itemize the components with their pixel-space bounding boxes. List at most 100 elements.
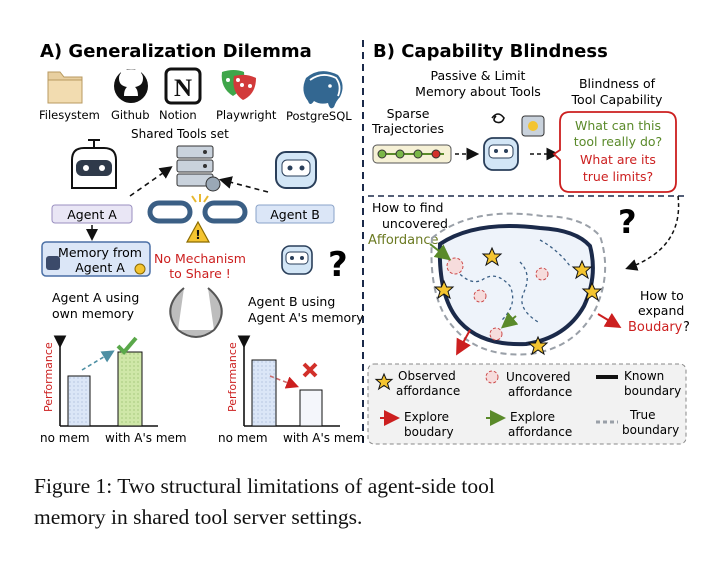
no-mechanism-line2: to Share ! — [169, 266, 231, 281]
chart-left-bar-with-mem — [117, 351, 143, 427]
confusion-swirl-icon — [491, 113, 505, 124]
chart-right-bar-no-mem — [251, 359, 277, 427]
theater-masks-icon — [221, 70, 256, 100]
blindness-line1: Blindness of — [579, 76, 656, 91]
chart-left-x1: with A's mem — [105, 431, 187, 445]
agent-b-caption-line2: Agent A's memory — [248, 310, 364, 325]
robot-confused — [483, 137, 519, 171]
agent-a-caption-line2: own memory — [52, 306, 135, 321]
agent-b-label: Agent B — [270, 207, 320, 222]
passive-line2: Memory about Tools — [415, 84, 541, 99]
sparse-line1: Sparse — [387, 106, 430, 121]
blindness-line2: Tool Capability — [571, 92, 663, 107]
passive-line1: Passive & Limit — [431, 68, 526, 83]
memory-line1: Memory from — [58, 245, 142, 260]
chart-left-x0: no mem — [40, 431, 90, 445]
bubble-q1-line2: tool really do? — [574, 134, 662, 149]
legend-uncovered-2: affordance — [508, 385, 572, 399]
chart-right-x0: no mem — [218, 431, 268, 445]
caption-line2: memory in shared tool server settings. — [34, 505, 363, 529]
observed-affordances — [433, 246, 603, 356]
github-icon — [114, 68, 148, 103]
robot-agent-b-small — [281, 245, 313, 275]
robot-agent-b — [275, 151, 317, 189]
uncovered-affordances — [446, 257, 549, 341]
speech-bubble — [552, 111, 677, 193]
legend-uncovered-icon — [485, 370, 499, 384]
legend-star-icon — [374, 372, 394, 391]
tool-label-notion: Notion — [159, 108, 197, 122]
legend-explore-a2: affordance — [508, 425, 572, 439]
legend-known-2: boundary — [624, 384, 681, 398]
trajectory-bar — [372, 144, 452, 164]
tool-label-filesystem: Filesystem — [39, 108, 100, 122]
panel-a-title: A) Generalization Dilemma — [40, 41, 312, 62]
figure: A) Generalization Dilemma N Filesystem G… — [39, 40, 690, 448]
no-mechanism-line1: No Mechanism — [154, 251, 246, 266]
figure-caption: Figure 1: Two structural limitations of … — [34, 471, 694, 533]
legend-explore-b1: Explore — [404, 410, 449, 424]
capability-region — [430, 212, 607, 356]
bubble-q1-line1: What can this — [575, 118, 661, 133]
question-mark-a: ? — [328, 245, 348, 285]
expand-line2: expand — [638, 303, 684, 318]
big-question-mark: ? — [618, 203, 637, 241]
shared-tools-label: Shared Tools set — [131, 127, 229, 141]
lightbulb-icon — [134, 263, 146, 275]
chart-right-ylabel: Performance — [226, 342, 239, 412]
find-word: Affordance — [368, 233, 439, 248]
agent-b-caption-line1: Agent B using — [248, 294, 335, 309]
panel-b-title: B) Capability Blindness — [373, 41, 608, 62]
chart-left: Performance — [42, 335, 158, 427]
bubble-q2-line2: true limits? — [583, 169, 653, 184]
find-line2: uncovered — [382, 216, 448, 231]
sun-icon — [528, 121, 538, 131]
chart-left-ylabel: Performance — [42, 342, 55, 412]
bubble-q2-line1: What are its — [580, 152, 656, 167]
svg-text:!: ! — [195, 228, 200, 242]
explore-boundary-arrow — [456, 329, 471, 356]
find-line1: How to find — [372, 200, 444, 215]
arrow-bubble-to-region — [625, 195, 680, 271]
agent-a-box — [51, 204, 133, 224]
legend-observed-1: Observed — [398, 369, 456, 383]
tool-label-playwright: Playwright — [216, 108, 277, 122]
broken-chain-icon — [147, 194, 248, 224]
sparse-line2: Trajectories — [371, 121, 444, 136]
memory-line2: Agent A — [75, 260, 125, 275]
checkmark-icon — [116, 336, 138, 355]
legend-observed-2: affordance — [396, 384, 460, 398]
legend-true-2: boundary — [622, 423, 679, 437]
memory-robot-icon — [46, 256, 60, 270]
explore-affordance-arrow-2 — [500, 312, 519, 329]
tool-label-github: Github — [111, 108, 150, 122]
notion-icon: N — [164, 67, 202, 105]
warning-icon: ! — [185, 220, 211, 243]
chart-right-x1: with A's mem — [283, 431, 365, 445]
explore-boundary-arrow-2 — [597, 312, 622, 329]
chart-right: Performance — [226, 335, 340, 427]
true-boundary — [430, 212, 607, 356]
circular-arrow-icon — [169, 287, 223, 338]
elephant-icon — [303, 71, 343, 109]
chart-right-bar-with-mem — [299, 389, 323, 427]
agent-a-caption-line1: Agent A using — [52, 290, 139, 305]
arrow-a-to-tools — [129, 166, 173, 197]
legend-explore-a1: Explore — [510, 410, 555, 424]
legend-uncovered-1: Uncovered — [506, 370, 570, 384]
expand-word: Boudary — [628, 320, 683, 335]
agent-a-label: Agent A — [67, 207, 117, 222]
server-icon — [176, 145, 221, 192]
cross-icon — [302, 362, 318, 378]
legend-true-1: True — [629, 408, 656, 422]
svg-text:N: N — [174, 75, 192, 102]
known-boundary — [437, 224, 595, 347]
expand-q: ? — [683, 320, 690, 335]
tool-label-postgresql: PostgreSQL — [286, 109, 352, 123]
legend-known-1: Known — [624, 369, 664, 383]
caption-line1: Figure 1: Two structural limitations of … — [34, 474, 495, 498]
memory-box — [41, 241, 151, 277]
explore-affordance-arrow — [429, 243, 452, 261]
arrow-b-to-tools — [218, 176, 269, 193]
robot-agent-a — [71, 139, 117, 189]
